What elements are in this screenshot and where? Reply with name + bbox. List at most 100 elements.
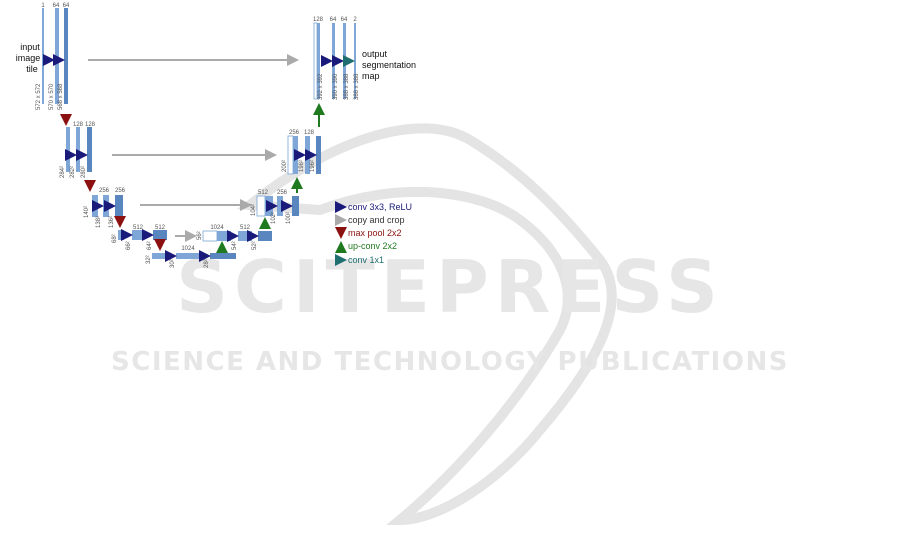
- size-label: 140²: [84, 206, 90, 218]
- feature-map-block: [152, 253, 166, 259]
- feature-map-block: [258, 231, 272, 241]
- bottleneck-level: 1024 32² 30² 28²: [146, 241, 236, 268]
- feature-map-block: [115, 195, 123, 217]
- size-label: 200²: [282, 160, 288, 172]
- input-label: input: [20, 42, 40, 52]
- channel-label: 256: [289, 130, 300, 136]
- feature-map-block: [153, 230, 167, 240]
- feature-map-block: [118, 230, 124, 240]
- feature-map-block: [176, 253, 200, 259]
- size-label: 64²: [147, 241, 153, 250]
- watermark: SCITEPRESS SCIENCE AND TECHNOLOGY PUBLIC…: [111, 123, 789, 526]
- size-label: 280²: [81, 166, 87, 178]
- channel-label: 64: [330, 17, 337, 23]
- cropped-feature-block: [256, 195, 266, 217]
- feature-map-block: [66, 127, 70, 172]
- channel-label: 128: [73, 122, 84, 128]
- decoder-level-1: 128 64 64 2 392 x 392 390 x 390 388 x 38…: [313, 17, 416, 100]
- size-label: 52²: [252, 241, 258, 250]
- legend-label: max pool 2x2: [348, 228, 402, 238]
- feature-map-block: [316, 136, 321, 174]
- channel-label: 512: [133, 225, 144, 231]
- size-label: 388 x 388: [344, 73, 350, 100]
- output-label: map: [362, 71, 380, 81]
- size-label: 66²: [126, 241, 132, 250]
- size-label: 572 x 572: [36, 83, 42, 110]
- channel-label: 1024: [181, 246, 195, 252]
- feature-map-block: [87, 127, 92, 172]
- size-label: 104²: [251, 204, 257, 216]
- cropped-feature-block: [287, 135, 294, 175]
- channel-label: 1024: [210, 225, 224, 231]
- size-label: 54²: [232, 241, 238, 250]
- feature-map-block: [238, 231, 252, 241]
- input-label: tile: [26, 64, 38, 74]
- channel-label: 256: [277, 190, 288, 196]
- feature-map-block: [76, 127, 80, 172]
- cropped-feature-block: [202, 230, 218, 242]
- size-label: 136²: [109, 216, 115, 228]
- size-label: 68²: [112, 234, 118, 243]
- size-label: 392 x 392: [318, 73, 324, 100]
- size-label: 30²: [170, 259, 176, 268]
- output-label: output: [362, 49, 388, 59]
- channel-label: 128: [313, 17, 324, 23]
- channel-label: 128: [85, 122, 96, 128]
- feature-map-block: [317, 23, 320, 99]
- cropped-feature-block: [313, 22, 318, 100]
- encoder-level-1: 1 64 64 572 x 572 570 x 570 568 x 568 in…: [16, 3, 299, 126]
- size-label: 198²: [299, 160, 305, 172]
- channel-label: 256: [99, 188, 110, 194]
- size-label: 196²: [310, 160, 316, 172]
- feature-map-block: [217, 231, 231, 241]
- watermark-subtitle: SCIENCE AND TECHNOLOGY PUBLICATIONS: [111, 347, 789, 377]
- channel-label: 1: [41, 3, 45, 9]
- decoder-level-2: 256 128 200² 198² 196²: [282, 103, 325, 175]
- size-label: 102²: [271, 212, 277, 224]
- feature-map-block: [132, 230, 144, 240]
- size-label: 284²: [60, 166, 66, 178]
- watermark-title: SCITEPRESS: [176, 245, 724, 329]
- feature-map-block: [103, 195, 109, 217]
- feature-map-block: [354, 23, 356, 99]
- legend-label: up-conv 2x2: [348, 241, 397, 251]
- feature-map-block: [293, 136, 298, 174]
- size-label: 282²: [70, 166, 76, 178]
- size-label: 28²: [204, 259, 210, 268]
- channel-label: 512: [258, 190, 269, 196]
- watermark-swoosh: [237, 123, 617, 526]
- feature-map-block: [292, 196, 299, 216]
- size-label: 56²: [197, 231, 203, 240]
- size-label: 390 x 390: [333, 73, 339, 100]
- channel-label: 64: [53, 3, 60, 9]
- feature-map-block: [92, 195, 98, 217]
- input-label: image: [16, 53, 41, 63]
- feature-map-block: [64, 8, 68, 104]
- decoder-level-4: 1024 512 56² 54² 52²: [197, 217, 272, 250]
- feature-map-block: [42, 8, 44, 104]
- size-label: 100²: [286, 212, 292, 224]
- legend: conv 3x3, ReLU copy and crop max pool 2x…: [335, 201, 412, 266]
- encoder-level-3: 256 256 140² 138² 136²: [84, 188, 252, 228]
- channel-label: 512: [240, 225, 251, 231]
- channel-label: 256: [115, 188, 126, 194]
- decoder-level-3: 512 256 104² 102² 100²: [251, 177, 303, 224]
- channel-label: 64: [341, 17, 348, 23]
- legend-label: conv 1x1: [348, 255, 384, 265]
- channel-label: 512: [155, 225, 166, 231]
- channel-label: 64: [63, 3, 70, 9]
- channel-label: 128: [304, 130, 315, 136]
- encoder-level-2: 128 128 284² 282² 280²: [60, 122, 277, 192]
- size-label: 138²: [96, 216, 102, 228]
- feature-map-block: [210, 253, 236, 259]
- channel-label: 2: [353, 17, 357, 23]
- size-label: 32²: [146, 255, 152, 264]
- encoder-level-4: 512 512 68² 66² 64²: [112, 225, 197, 251]
- legend-label: copy and crop: [348, 215, 405, 225]
- size-label: 570 x 570: [49, 83, 55, 110]
- size-label: 388 x 388: [354, 73, 360, 100]
- legend-label: conv 3x3, ReLU: [348, 202, 412, 212]
- size-label: 568 x 568: [58, 83, 64, 110]
- feature-map-block: [277, 196, 283, 216]
